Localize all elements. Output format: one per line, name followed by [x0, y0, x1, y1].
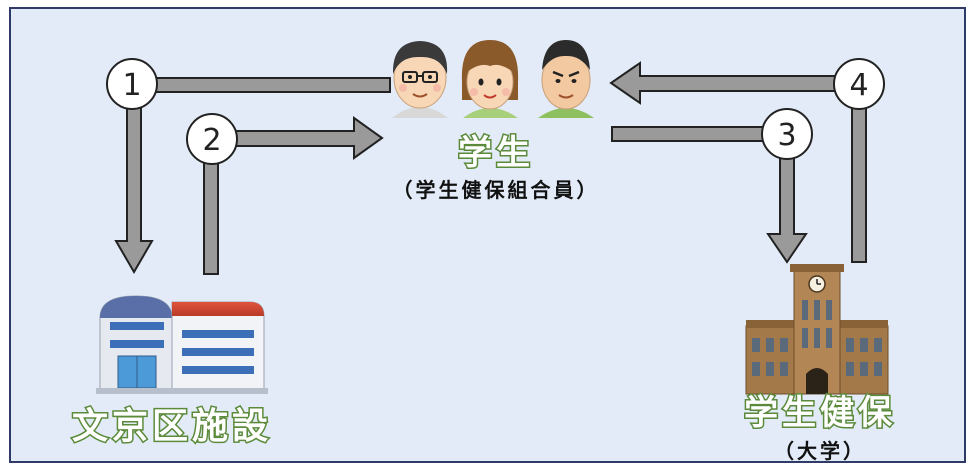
step-2-label: 2 — [202, 123, 221, 158]
school-building-icon — [96, 295, 268, 394]
step-3-badge: 3 — [761, 108, 813, 160]
student-tough-icon — [538, 40, 594, 118]
students-subtitle: （学生健保組合員） — [393, 178, 600, 202]
students-title: 学生 — [458, 133, 534, 173]
step-3-label: 3 — [777, 118, 796, 153]
student-girl-icon — [461, 40, 519, 118]
student-glasses-icon — [392, 41, 448, 118]
university-building-icon — [745, 264, 889, 395]
arrow-1-to-bunkyo — [114, 77, 391, 274]
step-1-badge: 1 — [106, 58, 158, 110]
university-subtitle: （大学） — [774, 439, 866, 463]
step-4-badge: 4 — [833, 58, 885, 110]
step-1-label: 1 — [122, 68, 141, 103]
arrow-4-to-students — [609, 61, 867, 263]
university-title: 学生健保 — [744, 393, 896, 433]
step-2-badge: 2 — [186, 113, 238, 165]
step-4-label: 4 — [849, 68, 868, 103]
students-illustration — [392, 40, 594, 118]
bunkyo-facility-title: 文京区施設 — [72, 405, 272, 447]
